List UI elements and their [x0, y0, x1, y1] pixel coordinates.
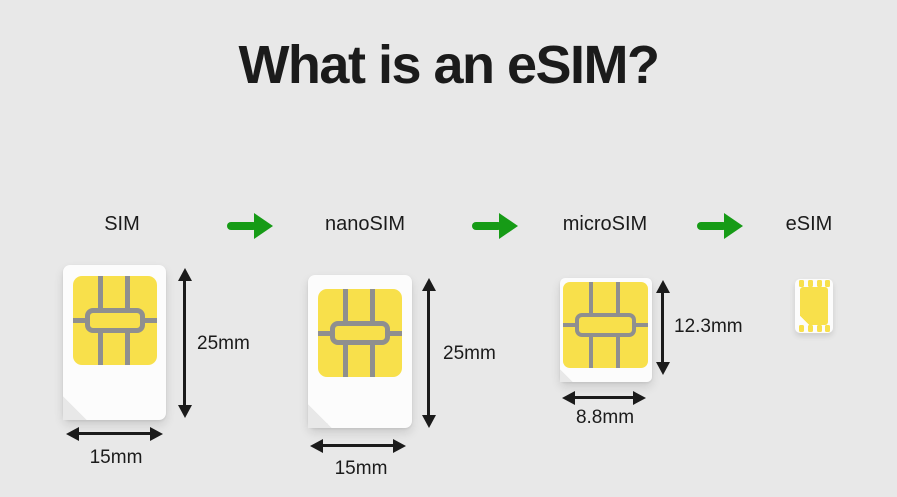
- esim-pad: [799, 280, 804, 287]
- microsim-height-arrow-icon: [661, 292, 664, 363]
- esim-pad: [808, 280, 813, 287]
- card-corner-notch: [560, 369, 573, 382]
- esim-chip: [795, 279, 833, 333]
- chip-center-contact: [329, 320, 391, 346]
- flow-right-arrow-icon: [227, 212, 273, 240]
- esim-pad: [817, 280, 822, 287]
- nanosim-height-arrow-icon: [427, 290, 430, 416]
- chip-contact-line: [73, 318, 87, 323]
- nanosim-card: [308, 275, 412, 428]
- chip-contact-line: [563, 323, 577, 327]
- esim-core: [800, 287, 828, 325]
- esim-pad: [825, 325, 830, 332]
- microsim-height-label: 12.3mm: [674, 316, 743, 337]
- esim-pad: [817, 325, 822, 332]
- microsim-chip-contacts-icon: [563, 282, 648, 368]
- chip-center-contact: [84, 308, 146, 333]
- sim-card: [63, 265, 166, 420]
- chip-contact-line: [318, 330, 332, 336]
- nanosim-chip-contacts-icon: [318, 289, 402, 377]
- chip-center-contact: [574, 312, 637, 338]
- sim-chip-contacts-icon: [73, 276, 157, 365]
- nanosim-height-label: 25mm: [443, 343, 496, 364]
- microsim-card: [560, 278, 652, 382]
- sim-width-arrow-icon: [78, 432, 151, 435]
- esim-core-bevel: [800, 316, 809, 325]
- arrow-head: [254, 213, 273, 239]
- arrow-shaft: [227, 222, 257, 230]
- page-title: What is an eSIM?: [238, 35, 660, 95]
- sim-height-label: 25mm: [197, 333, 250, 354]
- nanosim-width-arrow-icon: [322, 444, 394, 447]
- esim-pad: [808, 325, 813, 332]
- card-corner-notch: [308, 404, 332, 428]
- arrow-head: [724, 213, 743, 239]
- stage-label-nanosim: nanoSIM: [324, 213, 406, 235]
- arrow-shaft: [697, 222, 727, 230]
- arrow-head: [499, 213, 518, 239]
- chip-contact-line: [143, 318, 157, 323]
- nanosim-width-label: 15mm: [334, 458, 388, 479]
- arrow-shaft: [472, 222, 502, 230]
- esim-pad: [825, 280, 830, 287]
- flow-right-arrow-icon: [472, 212, 518, 240]
- flow-right-arrow-icon: [697, 212, 743, 240]
- sim-height-arrow-icon: [183, 280, 186, 406]
- microsim-width-label: 8.8mm: [575, 407, 635, 428]
- microsim-width-arrow-icon: [574, 396, 634, 399]
- stage-label-sim: SIM: [104, 213, 140, 235]
- chip-contact-line: [634, 323, 648, 327]
- card-corner-notch: [63, 396, 87, 420]
- sim-width-label: 15mm: [89, 447, 143, 468]
- chip-contact-line: [388, 330, 402, 336]
- esim-pad: [799, 325, 804, 332]
- stage-label-microsim: microSIM: [562, 213, 648, 235]
- stage-label-esim: eSIM: [785, 213, 833, 235]
